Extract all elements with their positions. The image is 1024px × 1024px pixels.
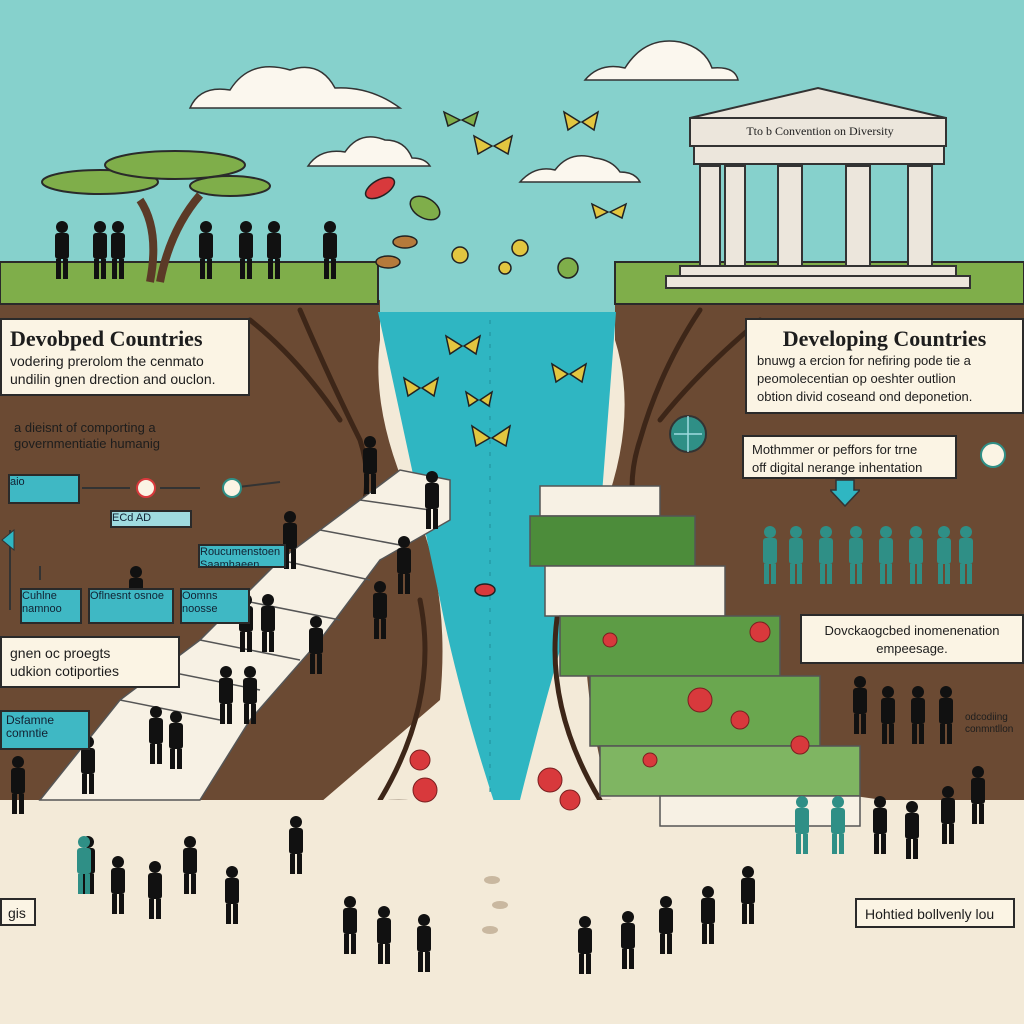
right-bottom-tag: Hohtied bollvenly lou [855, 898, 1015, 928]
left-subtitle: a dieisnt of comporting a governmentiati… [14, 420, 160, 451]
butterfly-icon [402, 110, 628, 448]
right-bottom-tag-text: Hohtied bollvenly lou [865, 906, 995, 922]
left-bottom-note: gnen oc proegts udkion cotiporties [0, 636, 180, 688]
path-stones [482, 876, 508, 934]
flow-box-6: Oomns noosse [180, 588, 250, 624]
roots [247, 307, 763, 833]
left-edge-tag-text: gis [8, 905, 26, 921]
right-subtitle2-text: Dovckaogcbed inomenenation empeesage. [824, 623, 1000, 656]
flow-diagram: aio ECd AD Roucumenstoen Saamhaeen Cuhln… [0, 470, 380, 630]
leaf-icon [364, 176, 579, 597]
right-small-label: odcodiing conmntllon [965, 712, 1014, 735]
flow-box-5: Oflnesnt osnoe [88, 588, 174, 624]
arrow-down-icon [830, 479, 860, 508]
left-bottom-note-text: gnen oc proegts udkion cotiporties [10, 645, 119, 679]
flow-arrows [1, 478, 281, 610]
right-terraces [529, 485, 861, 827]
developed-countries-panel: Devobped Countries vodering prerolom the… [0, 318, 250, 396]
temple-icon [665, 86, 971, 289]
right-subtitle2-box: Dovckaogcbed inomenenation empeesage. [800, 614, 1024, 664]
water-chasm [378, 312, 616, 820]
tree-icon [41, 150, 271, 283]
flow-box-4: Cuhlne namnoo [20, 588, 82, 624]
left-edge-tag: gis [0, 898, 36, 926]
developing-countries-panel: Developing Countries bnuwg a ercion for … [745, 318, 1024, 414]
left-teal-tag: Dsfamne comntie [0, 710, 90, 750]
right-subtitle-text: Mothmmer or peffors for trne off digital… [752, 442, 923, 475]
flow-box-2: ECd AD [110, 510, 192, 528]
temple-sign: Tto b Convention on Diversity [746, 124, 894, 138]
globe-icon [980, 442, 1006, 468]
right-subtitle-box: Mothmmer or peffors for trne off digital… [742, 435, 957, 479]
cloud-icon [188, 40, 739, 183]
globe-icon [669, 415, 707, 453]
flow-box-1: aio [8, 474, 80, 504]
developing-countries-body: bnuwg a ercion for nefiring pode tie a p… [757, 353, 973, 404]
developed-countries-title: Devobped Countries [10, 326, 203, 351]
flow-box-3: Roucumenstoen Saamhaeen [198, 544, 286, 568]
developed-countries-body: vodering prerolom the cenmato undilin gn… [10, 353, 216, 387]
flowers [409, 621, 810, 811]
ground [0, 800, 1024, 1024]
developing-countries-title: Developing Countries [782, 326, 987, 351]
